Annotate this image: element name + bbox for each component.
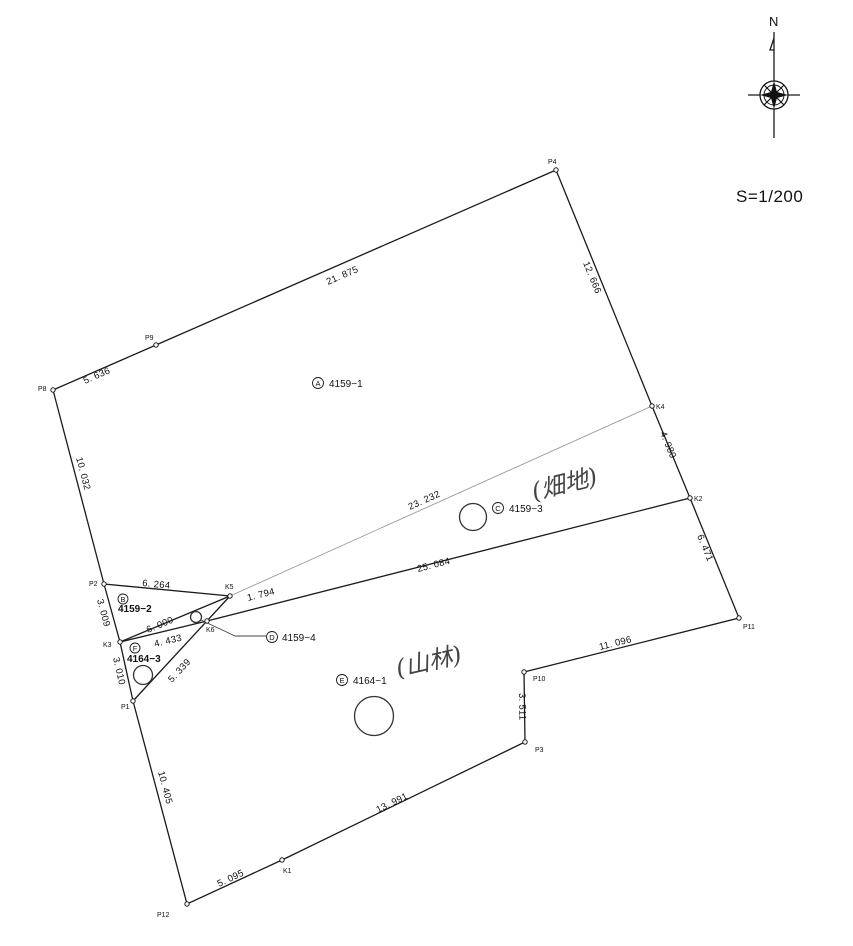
- parcel-e-number: 4164−1: [353, 676, 387, 687]
- point-label-p12: P12: [157, 912, 170, 919]
- parcel-b-number: 4159−2: [118, 604, 152, 615]
- point-label-p9: P9: [145, 335, 154, 342]
- dim-p9-p4: 21. 875: [325, 264, 360, 288]
- dim-k3-k6: 4. 433: [153, 633, 183, 650]
- parcel-c-number: 4159−3: [509, 504, 543, 515]
- dim-p10-p3: 3. 511: [516, 693, 527, 721]
- parcel-f-mark: F: [133, 644, 138, 653]
- point-label-p3: P3: [535, 747, 544, 754]
- point-label-p1: P1: [121, 704, 130, 711]
- circle-marker-e: [353, 695, 395, 737]
- point-label-p10: P10: [533, 676, 546, 683]
- parcel-c-label: C 4159−3: [492, 502, 543, 515]
- parcel-b-mark: B: [120, 595, 125, 604]
- point-label-k5: K5: [225, 584, 234, 591]
- point-label-k2: K2: [694, 496, 703, 503]
- outer-boundary: [52, 169, 740, 905]
- parcel-e-label: E 4164−1: [336, 674, 387, 687]
- point-label-k6: K6: [206, 627, 215, 634]
- point-label-p11: P11: [743, 624, 755, 631]
- handwritten-note-e: (山林): [393, 641, 464, 683]
- point-label-k4: K4: [656, 404, 665, 411]
- dim-p11-p10: 11. 096: [598, 634, 633, 653]
- parcel-a-number: 4159−1: [329, 379, 363, 390]
- line-k3-k6: [119, 620, 208, 643]
- line-k4-k5: [229, 405, 653, 597]
- dim-p8-p9: 5. 636: [82, 365, 112, 386]
- dim-p2-k5: 6. 264: [142, 578, 171, 592]
- scale-label: S=1/200: [736, 187, 803, 206]
- parcel-b-label: B 4159−2: [117, 593, 152, 615]
- dim-k5-k2-short: 1. 794: [246, 586, 276, 604]
- parcel-c-mark: C: [495, 504, 501, 513]
- dim-k6-k2: 25. 084: [416, 556, 451, 575]
- line-p1-k5: [132, 595, 231, 702]
- parcel-f-number: 4164−3: [127, 654, 161, 665]
- circle-marker-c: [458, 502, 488, 532]
- point-label-k3: K3: [103, 642, 112, 649]
- parcel-a-label: A 4159−1: [312, 377, 363, 390]
- north-label: N: [769, 14, 778, 29]
- line-p2-k5: [103, 583, 231, 597]
- line-k2-k6: [206, 497, 691, 622]
- point-label-p4: P4: [548, 159, 557, 166]
- parcel-d-number: 4159−4: [282, 633, 316, 644]
- point-label-p8: P8: [38, 386, 47, 393]
- circle-marker-f: [132, 664, 154, 686]
- dim-p1-p12: 10. 405: [155, 770, 174, 805]
- handwritten-note-c: (畑地): [529, 463, 601, 506]
- parcel-d-mark: D: [269, 633, 275, 642]
- dim-k4-k2: 4. 980: [657, 430, 678, 460]
- point-label-p2: P2: [89, 581, 98, 588]
- parcel-d-label: D 4159−4: [266, 631, 316, 644]
- dim-k1-p12: 5. 095: [216, 868, 246, 890]
- boundary-points: [50, 167, 742, 907]
- parcel-f-label: F 4164−3: [127, 642, 161, 665]
- dim-k5-k4: 23. 232: [407, 489, 442, 513]
- parcel-e-mark: E: [339, 676, 344, 685]
- north-arrow-icon: N: [748, 14, 800, 138]
- point-label-k1: K1: [283, 868, 292, 875]
- dim-p3-k1: 13. 991: [375, 791, 410, 816]
- circle-marker-d: [189, 610, 203, 624]
- line-k3-k5: [119, 595, 231, 643]
- parcel-a-mark: A: [315, 379, 320, 388]
- dim-k2-p11: 6. 471: [694, 533, 715, 563]
- dim-p8-p2: 10. 032: [73, 456, 92, 491]
